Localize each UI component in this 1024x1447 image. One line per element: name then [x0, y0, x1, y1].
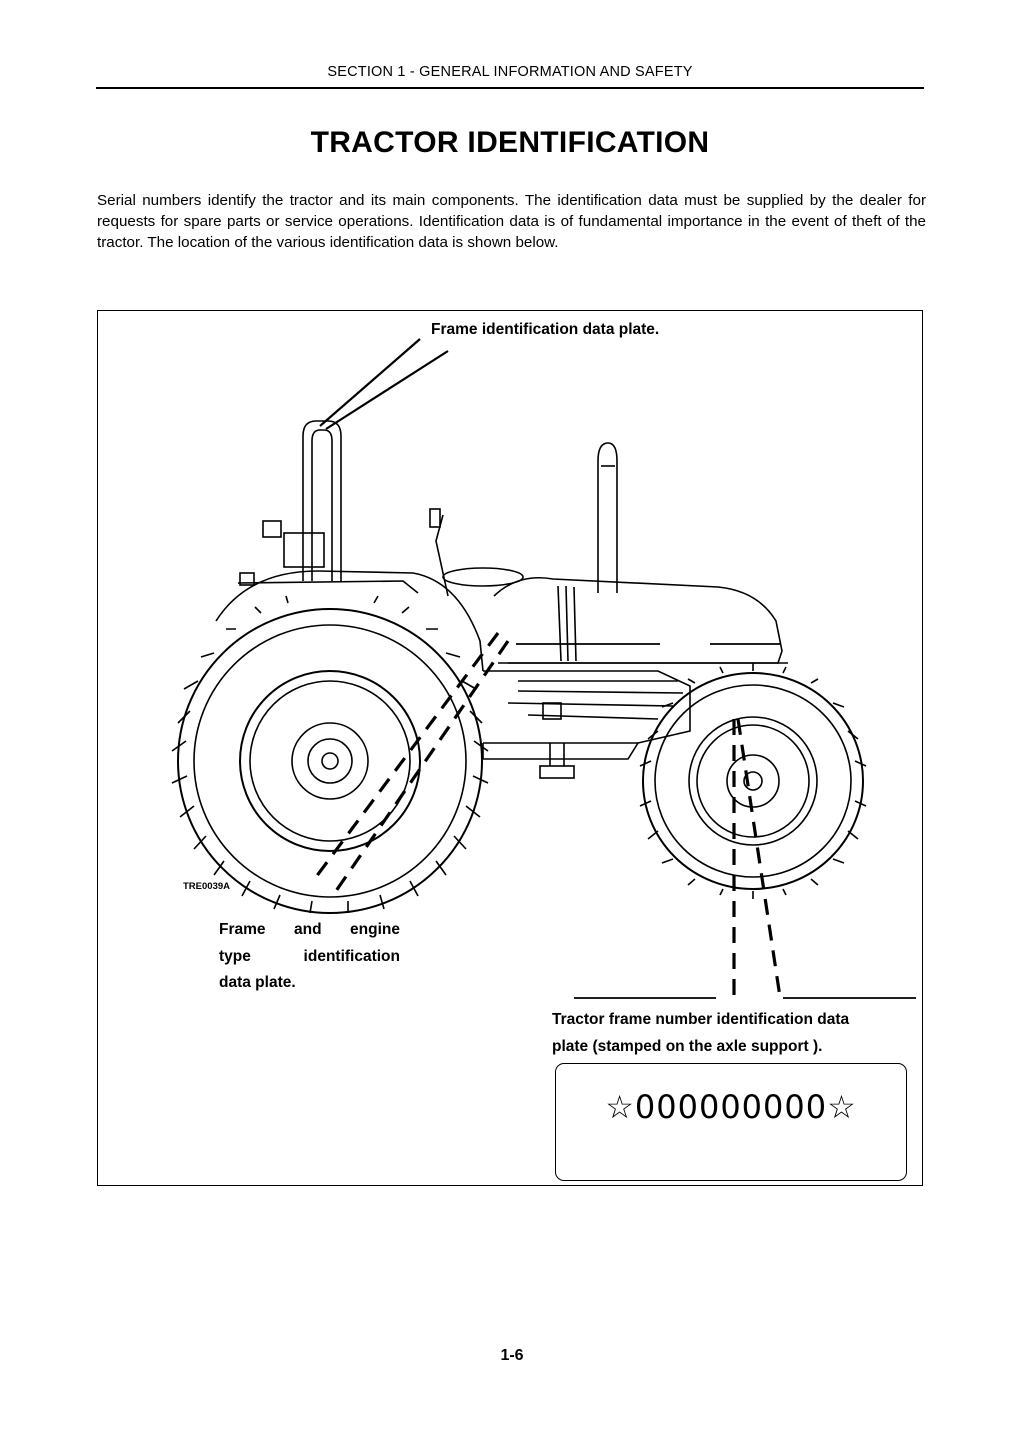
- engine-plate-label-line2: type identification: [219, 947, 400, 965]
- tractor-illustration: [171, 338, 916, 999]
- engine-plate-label-line3: data plate.: [219, 974, 296, 991]
- chassis: [482, 670, 691, 779]
- page-number: 1-6: [500, 1347, 524, 1364]
- engine-plate-label: Frame and engine type identification dat…: [219, 917, 400, 997]
- serial-number: ☆000000000☆: [605, 1088, 857, 1126]
- section-header: SECTION 1 - GENERAL INFORMATION AND SAFE…: [327, 64, 693, 80]
- rear-wheel: [171, 595, 489, 914]
- serial-plate-label-line2: plate (stamped on the axle support ).: [552, 1037, 823, 1055]
- frame-plate-label: Frame identification data plate.: [431, 321, 660, 338]
- exhaust-stack: [597, 442, 618, 593]
- front-wheel: [639, 663, 867, 899]
- steering-wheel: [429, 508, 524, 597]
- tractor-figure: Frame identification data plate. TRE0039…: [97, 310, 923, 1186]
- serial-plate-label-line1: Tractor frame number identification data: [552, 1011, 850, 1028]
- page-title: TRACTOR IDENTIFICATION: [310, 126, 710, 159]
- engine-plate-label-line1: Frame and engine: [219, 921, 400, 938]
- intro-paragraph: Serial numbers identify the tractor and …: [97, 192, 926, 251]
- serial-plate-label: Tractor frame number identification data…: [552, 1007, 922, 1060]
- leader-line: [319, 338, 421, 427]
- dashed-leader-right: [732, 718, 782, 998]
- serial-number-plate: ☆000000000☆: [555, 1063, 907, 1181]
- figure-code: TRE0039A: [183, 881, 230, 892]
- hood: [493, 576, 788, 664]
- rear-fender: [215, 570, 484, 672]
- leader-line: [325, 350, 449, 430]
- header-rule: [96, 87, 924, 89]
- rops-frame: [262, 420, 342, 581]
